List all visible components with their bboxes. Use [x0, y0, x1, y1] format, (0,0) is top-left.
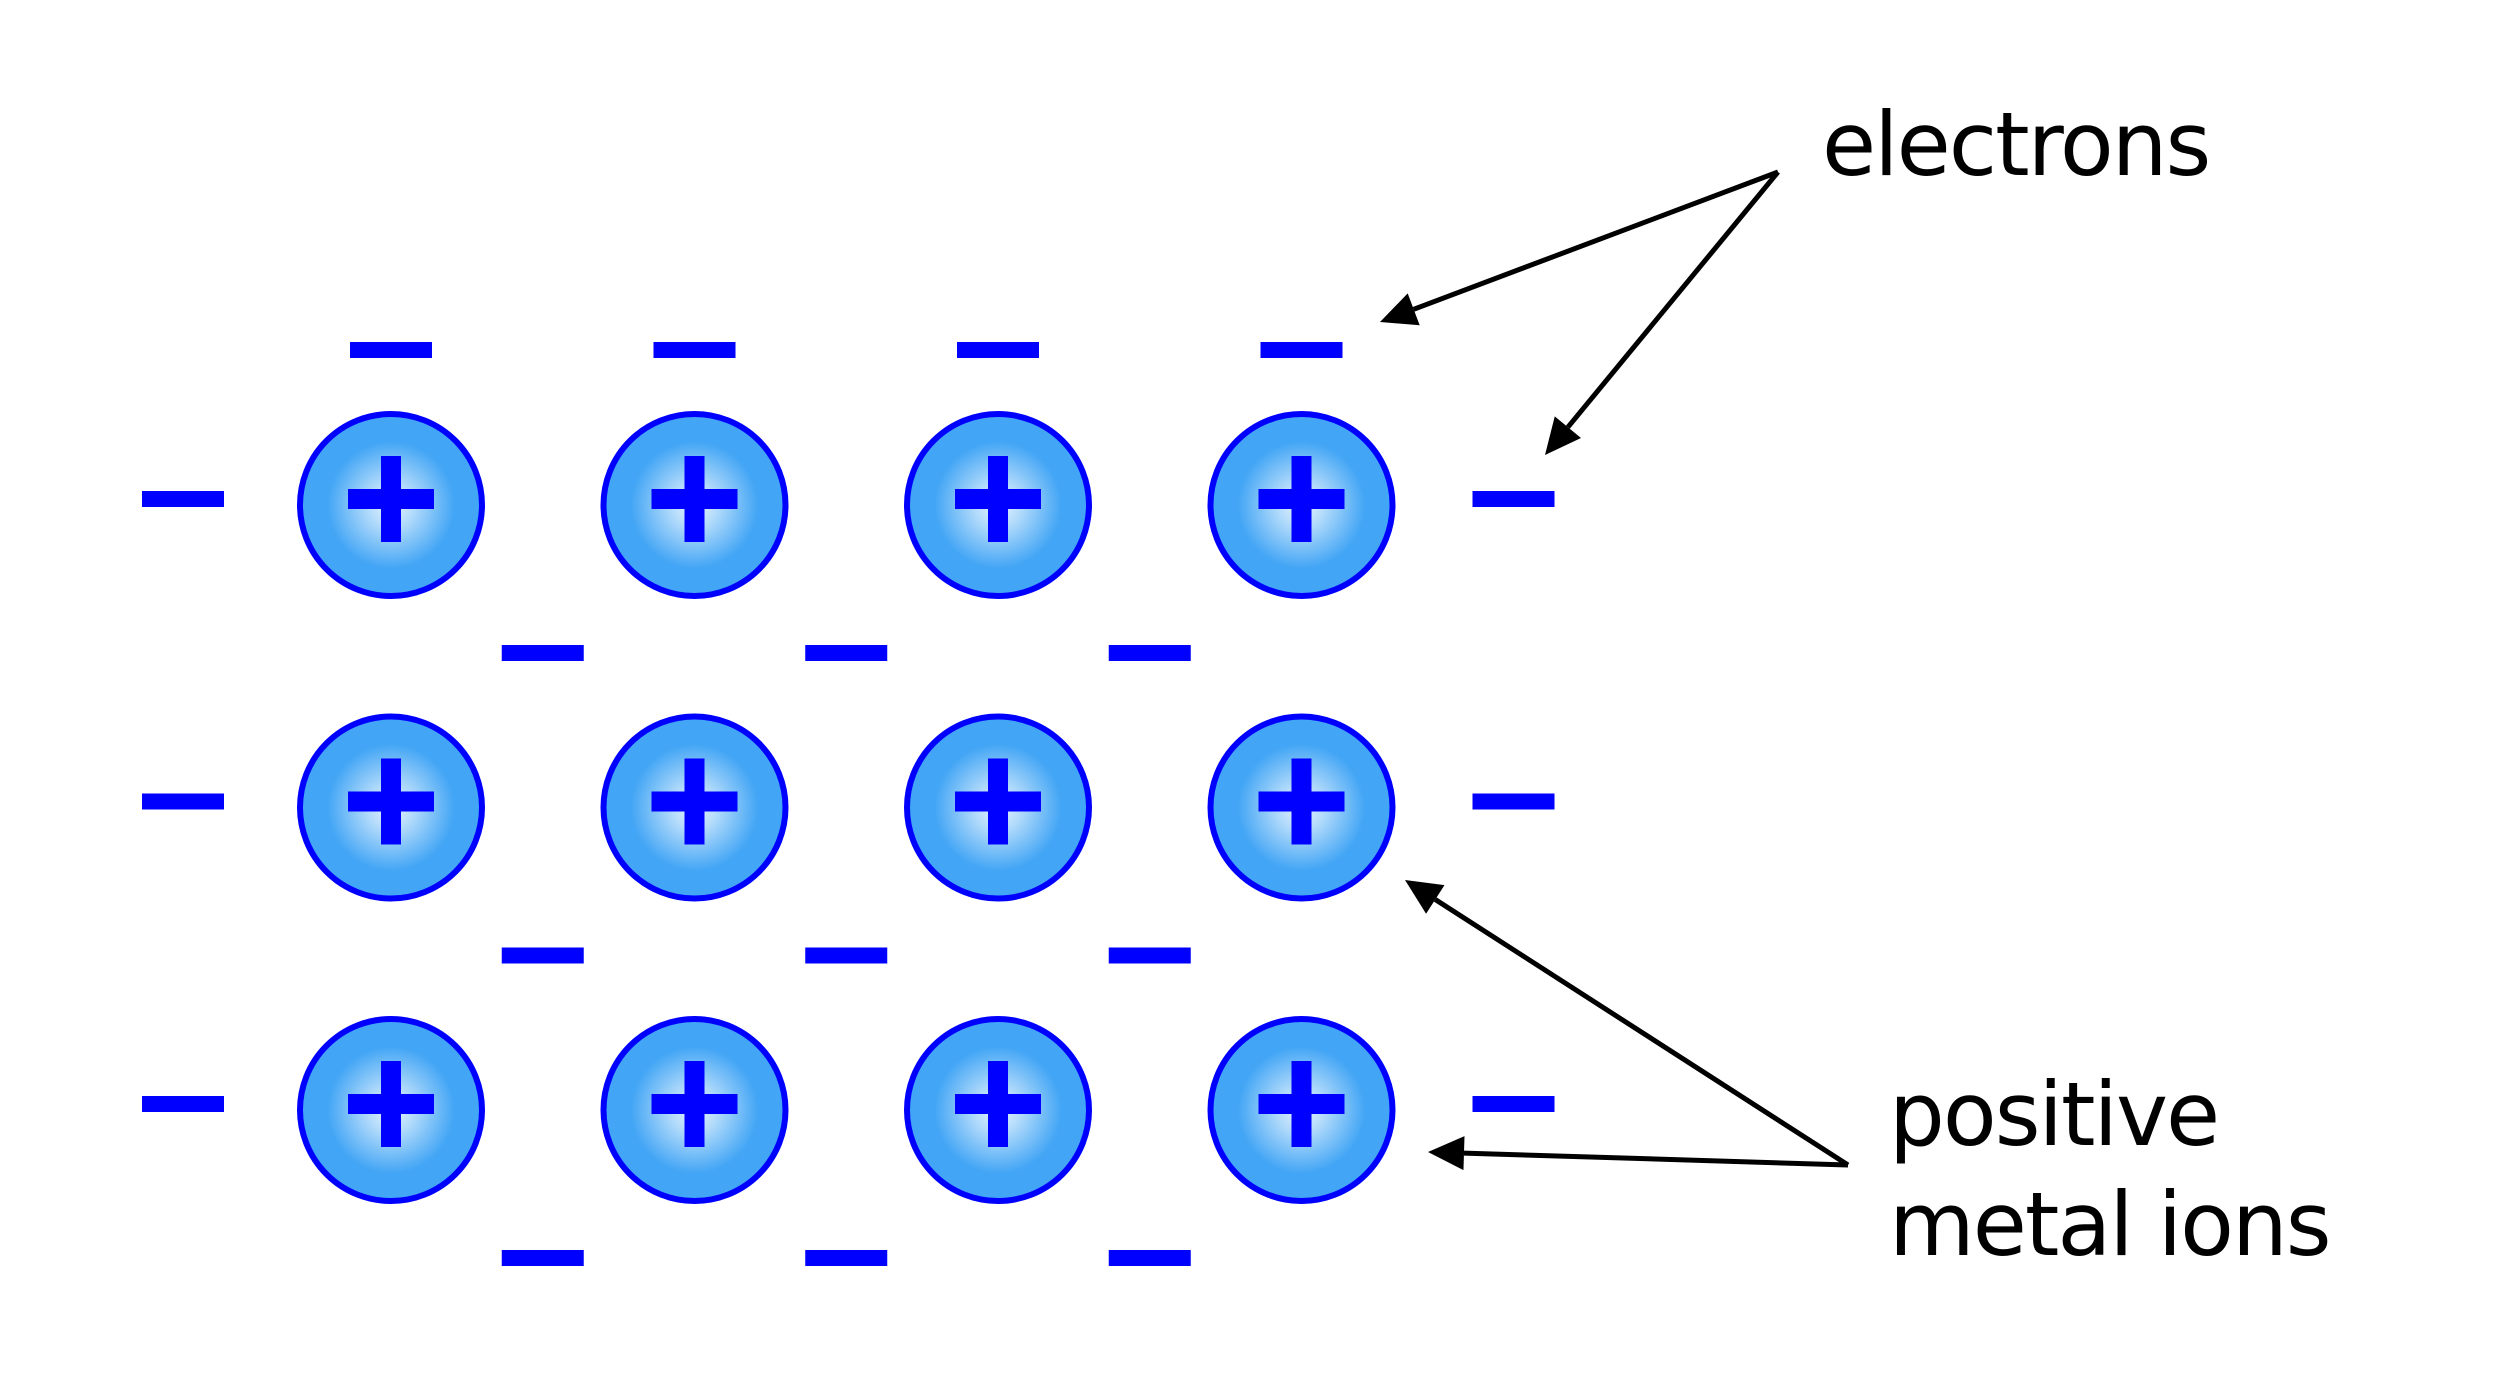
electrons-arrow-top — [1380, 169, 1779, 326]
positive-ion — [297, 713, 485, 902]
arrowhead-icon — [1380, 293, 1420, 326]
electron-top — [957, 342, 1039, 358]
positive-ion — [297, 1016, 485, 1204]
electron-top — [653, 342, 736, 358]
positive-ion — [1207, 1016, 1396, 1204]
electron-right — [1472, 1096, 1555, 1112]
plus-icon — [1258, 758, 1345, 845]
electron-left — [142, 1096, 224, 1112]
positive-ion — [600, 1016, 789, 1204]
plus-icon — [651, 758, 738, 845]
electron-right — [1472, 491, 1555, 507]
positive-ion — [600, 411, 789, 599]
arrows-group — [1380, 169, 1850, 1171]
plus-icon — [955, 758, 1041, 845]
electron-left — [142, 793, 224, 810]
plus-icon — [955, 456, 1041, 542]
electron-between — [1108, 1250, 1191, 1266]
ions-arrow-lower — [1428, 1136, 1849, 1171]
plus-icon — [955, 1061, 1041, 1147]
positive-ion — [600, 713, 789, 902]
electron-between — [805, 1250, 888, 1266]
positive-ion — [904, 713, 1092, 902]
positive-metal-ions-label: positive metal ions — [1889, 1060, 2332, 1280]
ions-arrow-upper — [1405, 880, 1850, 1168]
electron-between — [805, 947, 888, 964]
electron-left — [142, 491, 224, 507]
electron-between — [1108, 947, 1191, 964]
plus-icon — [651, 1061, 738, 1147]
arrowhead-icon — [1428, 1136, 1465, 1171]
electron-right — [1472, 793, 1555, 810]
electron-between — [1108, 645, 1191, 661]
ions-group — [297, 411, 1396, 1204]
electrons-label: electrons — [1822, 93, 2211, 196]
plus-icon — [348, 1061, 434, 1147]
electron-top — [350, 342, 432, 358]
ions-label-line1: positive — [1889, 1063, 2220, 1166]
positive-ion — [1207, 411, 1396, 599]
positive-ion — [1207, 713, 1396, 902]
positive-ion — [904, 411, 1092, 599]
electron-between — [501, 645, 584, 661]
ions-label-line2: metal ions — [1889, 1173, 2332, 1276]
plus-icon — [348, 456, 434, 542]
plus-icon — [651, 456, 738, 542]
electrons-arrow-right — [1545, 170, 1780, 455]
electron-top — [1260, 342, 1343, 358]
plus-icon — [1258, 456, 1345, 542]
positive-ion — [297, 411, 485, 599]
arrowhead-icon — [1545, 416, 1582, 455]
electrons-group — [142, 342, 1555, 1266]
electron-between — [805, 645, 888, 661]
plus-icon — [348, 758, 434, 845]
electron-between — [501, 947, 584, 964]
electron-between — [501, 1250, 584, 1266]
plus-icon — [1258, 1061, 1345, 1147]
arrowhead-icon — [1405, 880, 1445, 914]
positive-ion — [904, 1016, 1092, 1204]
